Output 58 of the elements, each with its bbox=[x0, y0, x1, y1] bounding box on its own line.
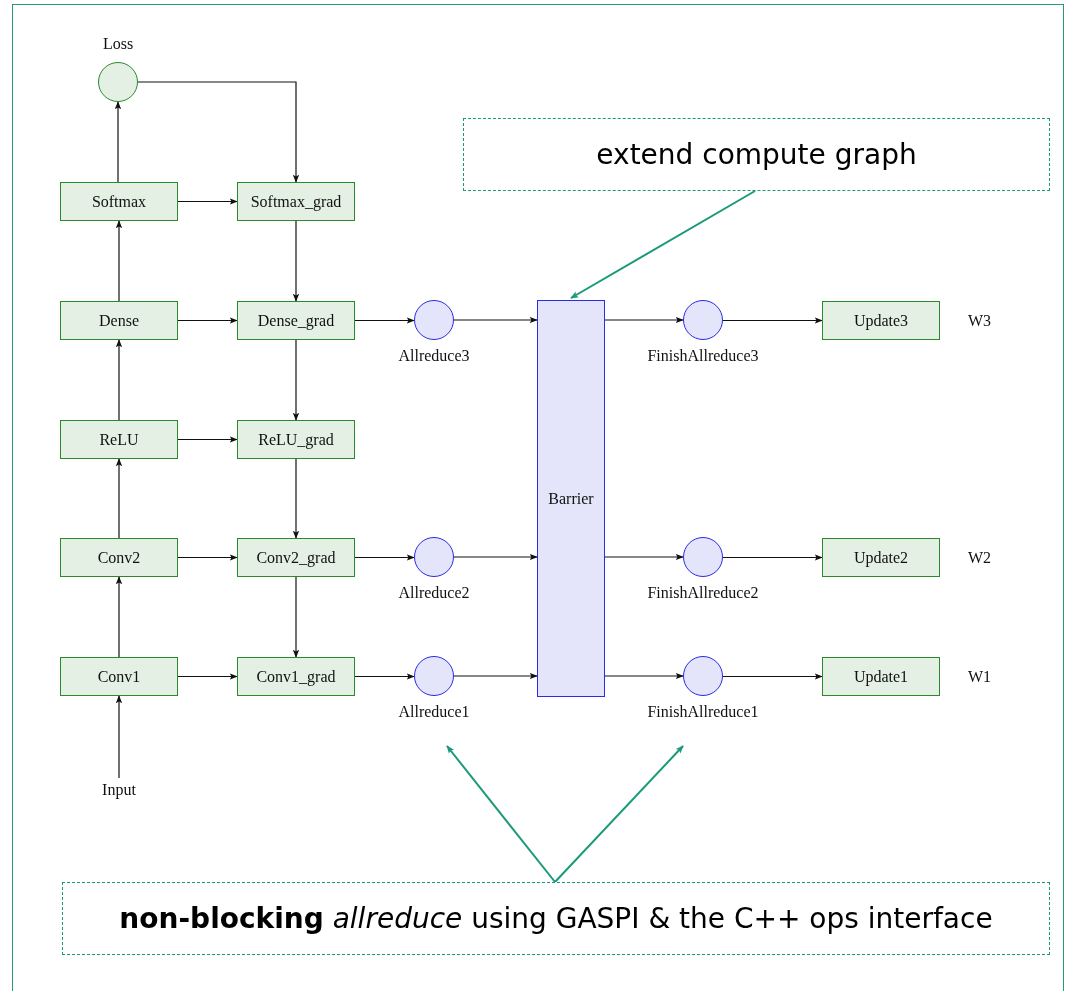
arrow bbox=[115, 458, 123, 539]
node-label: Allreduce1 bbox=[398, 702, 470, 722]
arrow bbox=[114, 101, 122, 183]
node-label: FinishAllreduce3 bbox=[647, 346, 759, 366]
process-box: Conv2_grad bbox=[237, 538, 355, 577]
node-label: Allreduce3 bbox=[398, 346, 470, 366]
process-box: Conv2 bbox=[60, 538, 178, 577]
arrow bbox=[453, 672, 538, 680]
arrow bbox=[177, 436, 238, 443]
process-box: Softmax bbox=[60, 182, 178, 221]
arrow bbox=[115, 220, 123, 302]
arrow bbox=[177, 554, 238, 561]
node-label: FinishAllreduce1 bbox=[647, 702, 759, 722]
arrow bbox=[722, 554, 823, 561]
process-box: Conv1_grad bbox=[237, 657, 355, 696]
arrow bbox=[453, 553, 538, 561]
weight-label: W3 bbox=[968, 311, 992, 330]
arrow bbox=[446, 745, 556, 883]
process-box: Dense bbox=[60, 301, 178, 340]
arrow bbox=[722, 673, 823, 680]
callout-box: non-blocking allreduce using GASPI & the C++ ops interface bbox=[62, 882, 1050, 955]
arrow bbox=[115, 695, 123, 779]
arrow bbox=[292, 458, 300, 539]
process-box: ReLU_grad bbox=[237, 420, 355, 459]
arrow bbox=[604, 553, 684, 561]
arrow bbox=[177, 198, 238, 205]
arrow bbox=[115, 339, 123, 421]
arrow bbox=[292, 576, 300, 658]
weight-label: W2 bbox=[968, 548, 992, 567]
node-label: Loss bbox=[102, 34, 134, 54]
node-label: Allreduce2 bbox=[398, 583, 470, 603]
weight-label: W1 bbox=[968, 667, 992, 686]
arrow bbox=[292, 339, 300, 421]
callout-box: extend compute graph bbox=[463, 118, 1050, 191]
process-box: Update3 bbox=[822, 301, 940, 340]
arrow bbox=[604, 672, 684, 680]
arrow bbox=[354, 554, 415, 561]
process-box: Conv1 bbox=[60, 657, 178, 696]
arrow bbox=[354, 317, 415, 324]
arrow bbox=[292, 220, 300, 302]
barrier-bar: Barrier bbox=[537, 300, 605, 697]
process-box: Update2 bbox=[822, 538, 940, 577]
process-box: Dense_grad bbox=[237, 301, 355, 340]
process-box: Softmax_grad bbox=[237, 182, 355, 221]
arrow bbox=[604, 316, 684, 324]
process-box: ReLU bbox=[60, 420, 178, 459]
arrow bbox=[554, 745, 684, 883]
arrow bbox=[354, 673, 415, 680]
node-label: FinishAllreduce2 bbox=[647, 583, 759, 603]
arrow bbox=[722, 317, 823, 324]
arrow bbox=[137, 81, 300, 183]
process-box: Update1 bbox=[822, 657, 940, 696]
arrow bbox=[177, 673, 238, 680]
arrow bbox=[115, 576, 123, 658]
arrow bbox=[177, 317, 238, 324]
input-label: Input bbox=[102, 781, 136, 799]
arrow bbox=[453, 316, 538, 324]
arrow bbox=[570, 190, 756, 299]
